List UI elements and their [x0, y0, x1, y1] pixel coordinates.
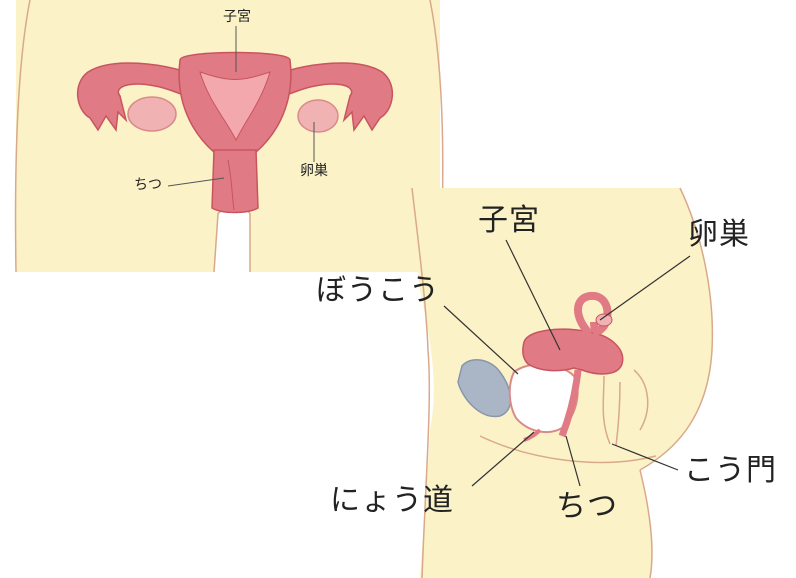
front-view — [16, 0, 443, 272]
side-ovary-label: 卵巣 — [688, 220, 750, 250]
side-uterus-label: 子宮 — [478, 206, 540, 236]
side-bladder-label: ぼうこう — [316, 276, 440, 306]
front-vagina — [212, 150, 258, 213]
side-urethra-label: にょう道 — [330, 486, 454, 516]
side-ovary — [596, 314, 612, 326]
right-ovary — [298, 100, 338, 132]
side-anus-label: こう門 — [684, 456, 777, 486]
left-ovary — [128, 97, 176, 131]
front-uterus-label: 子宮 — [223, 10, 251, 24]
front-ovary-label: 卵巣 — [300, 164, 328, 178]
front-vagina-label: ちつ — [134, 178, 162, 192]
side-vagina-label: ちつ — [556, 492, 618, 522]
